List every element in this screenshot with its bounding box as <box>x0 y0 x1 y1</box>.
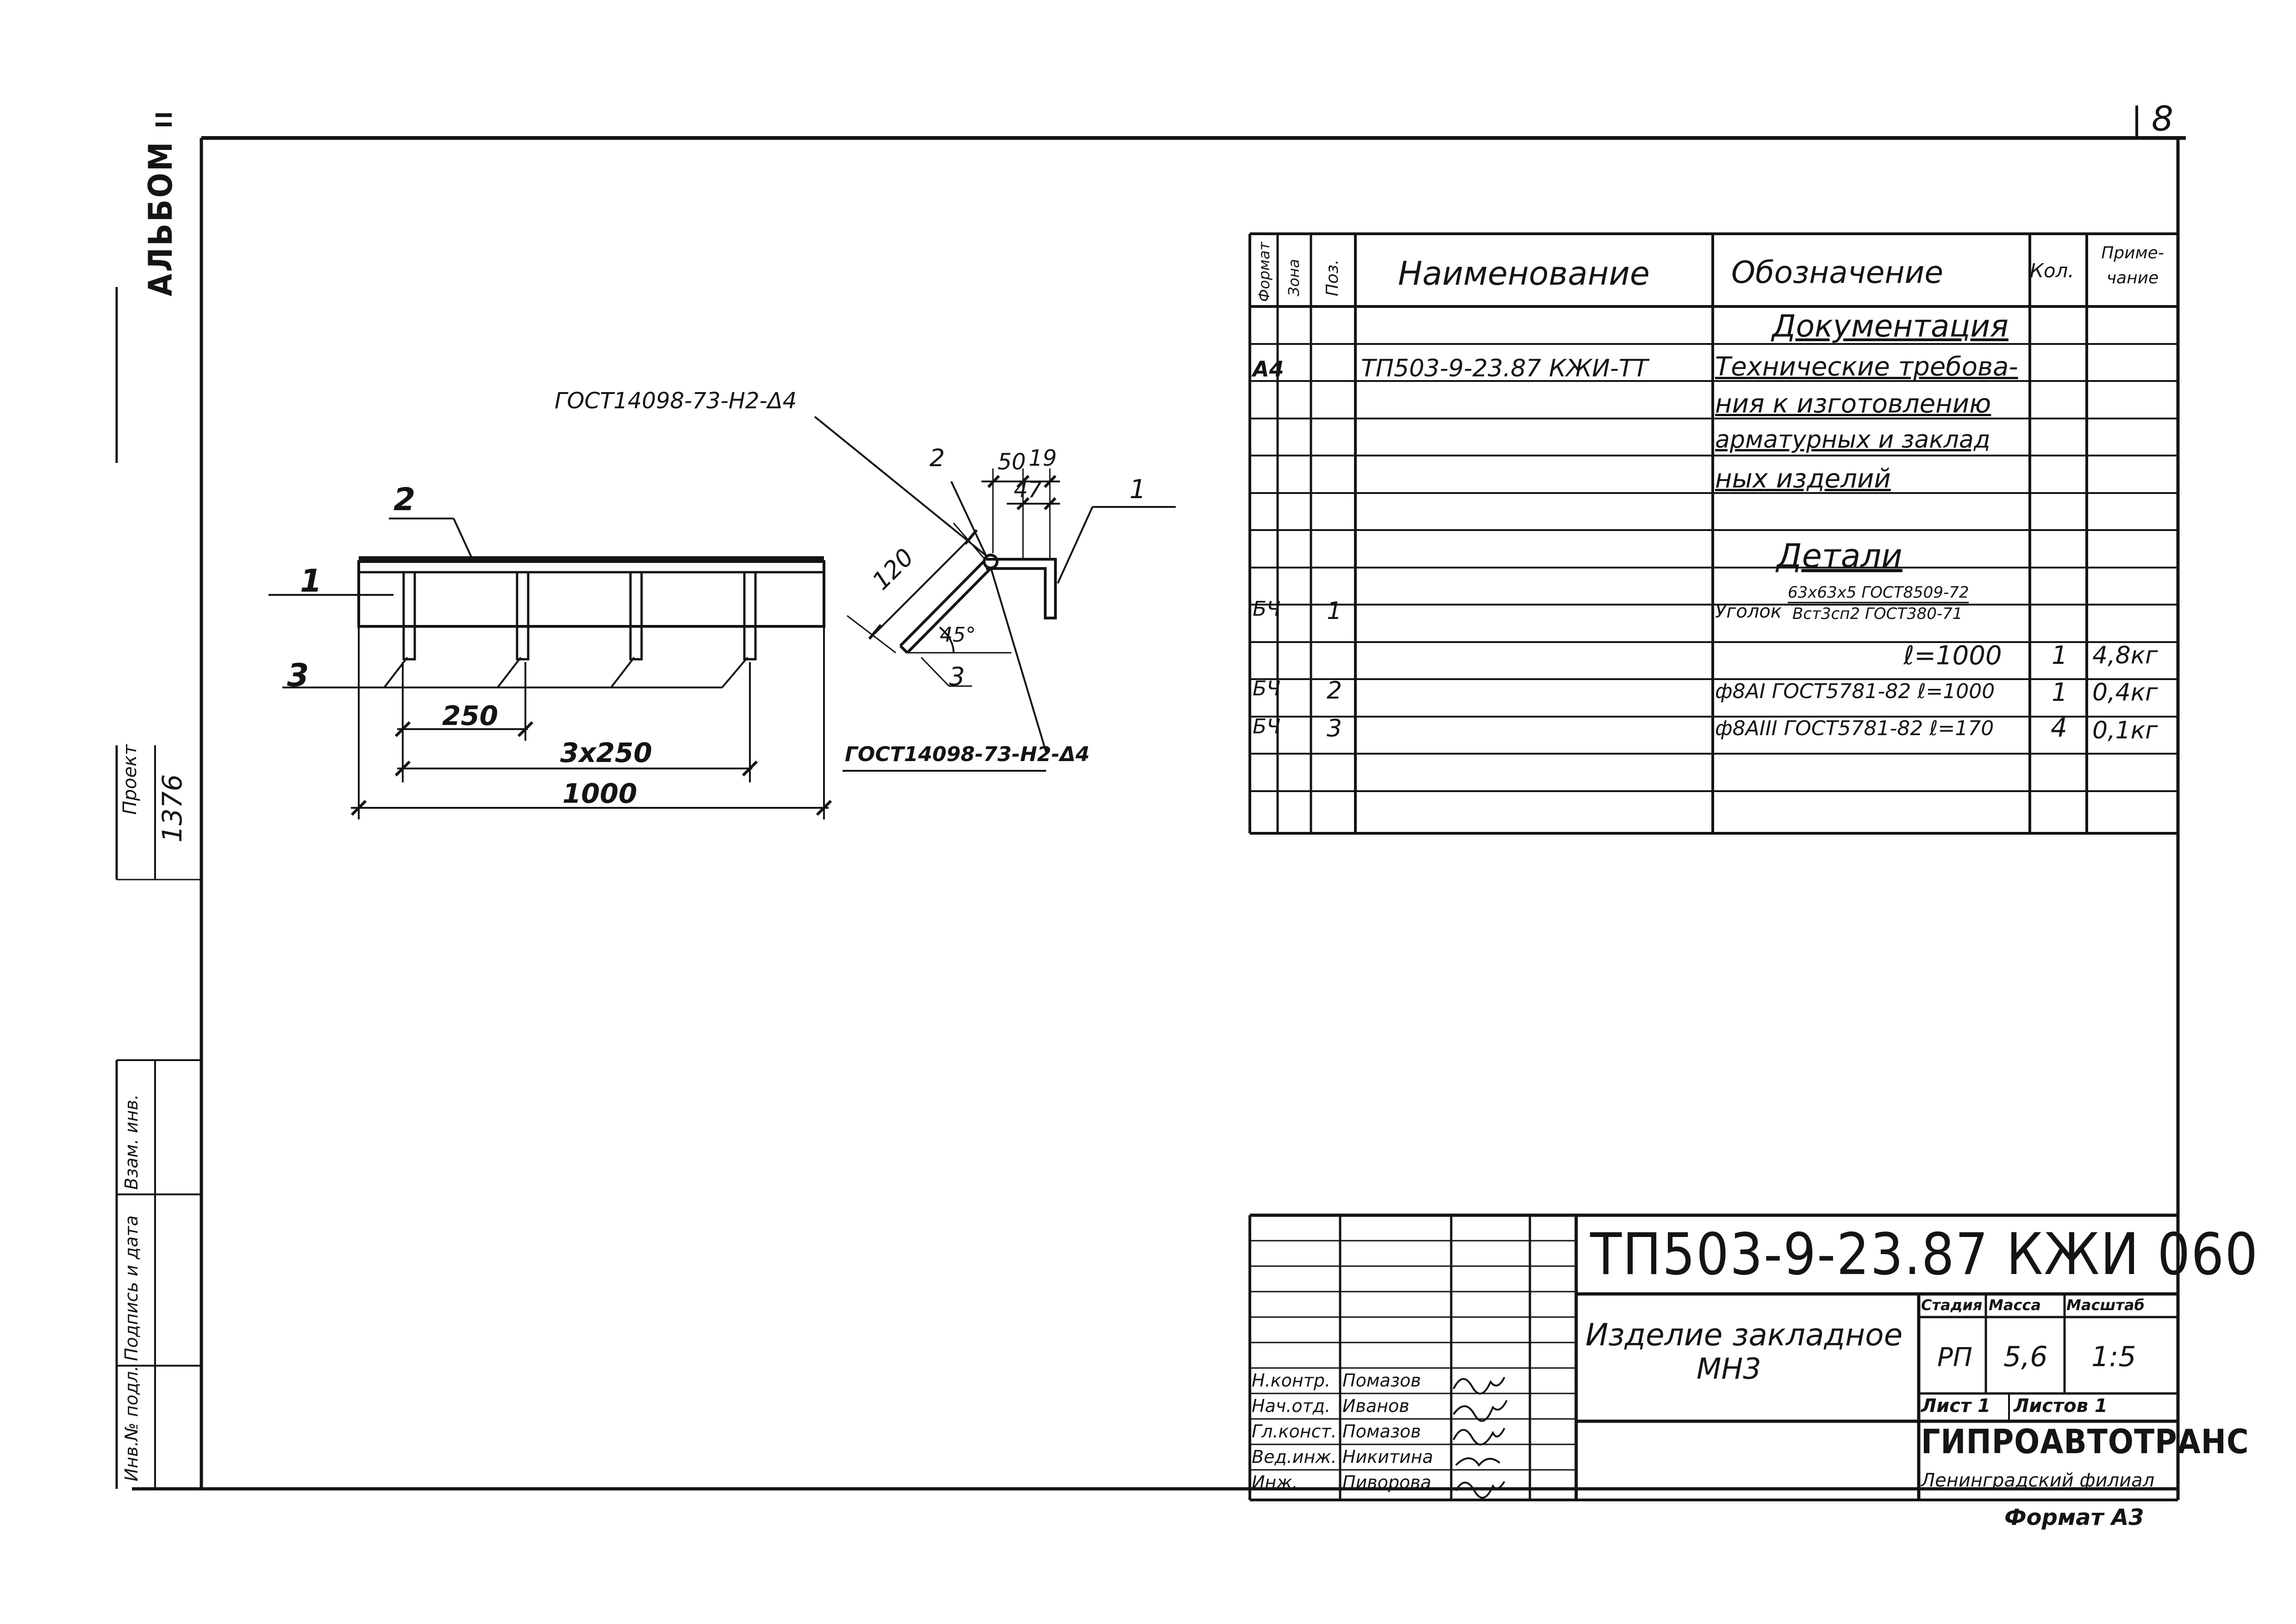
mass-label: Масса <box>1989 1296 2041 1314</box>
anchors-pos-3 <box>402 571 757 661</box>
part-title: Изделие закладное <box>1585 1317 1903 1353</box>
spec-row-designation: ф8АI ГОСТ5781-82 ℓ=1000 <box>1715 680 1995 703</box>
spec-header-note: Приме-чание <box>2101 244 2164 287</box>
spec-row-designation: ф8АIII ГОСТ5781-82 ℓ=170 <box>1715 717 1994 740</box>
scale-label: Масштаб <box>2066 1296 2145 1314</box>
dim-19: 19 <box>1029 445 1057 471</box>
spec-row-pos: 2 <box>1327 677 1342 705</box>
spec-row-pos: 3 <box>1327 715 1342 743</box>
dim-45: 45° <box>940 623 976 647</box>
role-label: Гл.конст. <box>1252 1421 1337 1442</box>
spec-section-details: Детали <box>1777 537 1903 575</box>
role-name: Никитина <box>1342 1447 1433 1467</box>
pos-2-label: 2 <box>393 481 416 518</box>
weld-note-top: ГОСТ14098-73-Н2-Δ4 <box>555 388 797 414</box>
pos-1-label: 1 <box>300 563 322 600</box>
pos-3-label: 3 <box>287 657 309 694</box>
spec-section-documentation: Документация <box>1772 308 2009 344</box>
document-code: ТП503-9-23.87 КЖИ 060 <box>1590 1221 2259 1288</box>
spec-row-qty: 1 <box>2052 678 2068 707</box>
spec-row-designation-bottom: Вст3сп2 ГОСТ380-71 <box>1792 605 1963 623</box>
spec-header-name: Наименование <box>1398 255 1650 293</box>
part-mark: МН3 <box>1697 1352 1761 1386</box>
spec-row-designation: Уголок <box>1715 601 1782 622</box>
spec-row-format: БЧ <box>1253 677 1281 700</box>
role-name: Пиворова <box>1342 1472 1431 1493</box>
scale-value: 1:5 <box>2091 1341 2136 1373</box>
role-name: Помазов <box>1342 1370 1421 1391</box>
dim-250: 250 <box>442 700 499 731</box>
branch: Ленинградский филиал <box>1921 1470 2155 1491</box>
role-label: Н.контр. <box>1252 1370 1331 1391</box>
mass-value: 5,6 <box>2003 1341 2048 1373</box>
role-label: Вед.инж. <box>1252 1447 1337 1467</box>
spec-row-qty: 4 <box>2051 713 2067 743</box>
spec-row-format: А4 <box>1253 356 1284 381</box>
dim-50: 50 <box>998 449 1026 475</box>
sec-pos-3: 3 <box>949 662 965 691</box>
spec-row-designation: арматурных и заклад <box>1715 426 1990 454</box>
spec-row-designation: ных изделий <box>1715 464 1891 494</box>
format-label: Формат А3 <box>2004 1505 2144 1530</box>
sec-pos-1: 1 <box>1129 475 1146 505</box>
sheet-label: Лист 1 <box>1921 1395 1990 1417</box>
dim-47: 47 <box>1014 477 1042 503</box>
organization: ГИПРОАВТОТРАНС <box>1921 1422 2249 1461</box>
role-name: Иванов <box>1342 1396 1410 1416</box>
dim-1000: 1000 <box>562 778 637 809</box>
role-name: Помазов <box>1342 1421 1421 1442</box>
sheet-number: 8 <box>2152 99 2174 139</box>
sheets-label: Листов 1 <box>2014 1395 2108 1417</box>
signatures <box>1453 1377 1508 1499</box>
weld-note-bottom: ГОСТ14098-73-Н2-Δ4 <box>845 743 1090 766</box>
spec-row-designation-top: 63x63x5 ГОСТ8509-72 <box>1788 583 1969 603</box>
spec-row-designation: ℓ=1000 <box>1903 641 2002 671</box>
spec-row-note: 0,1кг <box>2092 717 2158 744</box>
spec-row-pos: 1 <box>1327 597 1342 625</box>
section-view <box>814 416 1176 772</box>
dim-3x250: 3x250 <box>560 737 652 768</box>
spec-row-note: 4,8кг <box>2092 642 2158 669</box>
sec-pos-2: 2 <box>930 444 945 472</box>
spec-header-designation: Обозначение <box>1731 255 1943 290</box>
spec-row-format: БЧ <box>1253 715 1281 738</box>
spec-row-qty: 1 <box>2052 641 2068 670</box>
spec-row-format: БЧ <box>1253 597 1281 621</box>
spec-row-designation: Технические требова- <box>1715 352 2018 382</box>
role-label: Нач.отд. <box>1252 1396 1331 1416</box>
spec-row-name: ТП503-9-23.87 КЖИ-ТТ <box>1361 355 1648 382</box>
stage-value: РП <box>1937 1343 1972 1373</box>
spec-row-note: 0,4кг <box>2092 679 2158 706</box>
spec-header-qty: Кол. <box>2030 259 2074 282</box>
spec-row-designation: ния к изготовлению <box>1715 389 1991 419</box>
stage-label: Стадия <box>1921 1296 1983 1314</box>
role-label: Инж. <box>1252 1472 1298 1493</box>
